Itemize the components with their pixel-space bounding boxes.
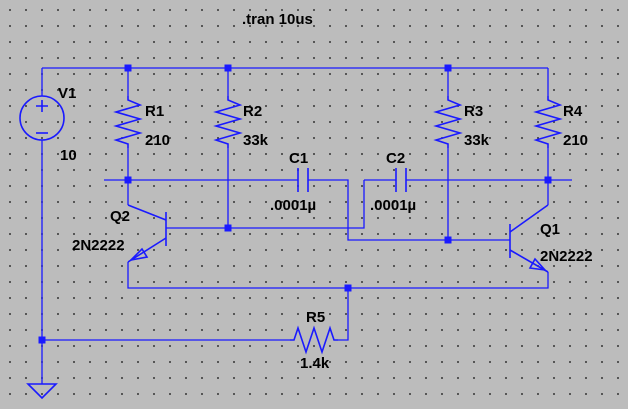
resistor-r4[interactable] [533,96,563,148]
plus-icon [36,100,48,112]
r5-value-label[interactable]: 1.4k [300,355,330,372]
emitter-bus-wire [127,262,549,289]
transistor-q1[interactable] [509,204,549,273]
q2-collector [127,204,167,221]
r3-value-label[interactable]: 33k [464,132,490,149]
junction-dot [344,284,352,292]
c1-name-label[interactable]: C1 [289,150,308,167]
capacitor-c1[interactable] [297,168,309,192]
r2-value-label[interactable]: 33k [243,132,269,149]
c2-value-label[interactable]: .0001µ [370,197,416,214]
resistor-r3[interactable] [433,96,463,148]
r1-value-label[interactable]: 210 [145,132,170,149]
q2-emitter-arrow-icon [128,247,149,262]
junctions [38,64,552,344]
q1-value-label[interactable]: 2N2222 [540,248,593,265]
v1-name-label[interactable]: V1 [58,85,76,102]
junction-dot [124,176,132,184]
c1-to-q1-base [308,179,510,241]
r3-name-label[interactable]: R3 [464,103,483,120]
emitter-to-r5 [338,288,349,341]
r4-value-label[interactable]: 210 [563,132,588,149]
ground-icon[interactable] [26,383,58,400]
junction-dot [444,236,452,244]
resistor-r5[interactable] [290,325,338,355]
voltage-source-symbol[interactable] [19,95,65,141]
r4-name-label[interactable]: R4 [563,103,583,120]
q2-base-to-c2 [166,193,365,229]
junction-dot [544,176,552,184]
r1-name-label[interactable]: R1 [145,103,164,120]
resistor-r2[interactable] [213,96,243,148]
voltage-source-v1[interactable] [19,95,65,141]
junction-dot [224,64,232,72]
q2-name-label[interactable]: Q2 [110,208,130,225]
c2-name-label[interactable]: C2 [386,150,405,167]
capacitor-c2[interactable] [395,168,407,192]
q1-emitter [509,249,549,273]
c1-value-label[interactable]: .0001µ [270,197,316,214]
resistor-r1[interactable] [113,96,143,148]
q1-collector [509,204,549,233]
junction-dot [224,224,232,232]
junction-dot [444,64,452,72]
r2-name-label[interactable]: R2 [243,103,262,120]
q1-name-label[interactable]: Q1 [540,221,560,238]
q2-emitter [127,237,167,263]
r5-name-label[interactable]: R5 [306,309,325,326]
junction-dot [124,64,132,72]
transistor-q2[interactable] [127,204,167,263]
q2-value-label[interactable]: 2N2222 [72,237,125,254]
wires [41,67,572,384]
q1-emitter-arrow-icon [528,257,548,272]
tran-directive[interactable]: .tran 10us [242,11,313,28]
v1-value-label[interactable]: 10 [60,147,77,164]
junction-dot [38,336,46,344]
